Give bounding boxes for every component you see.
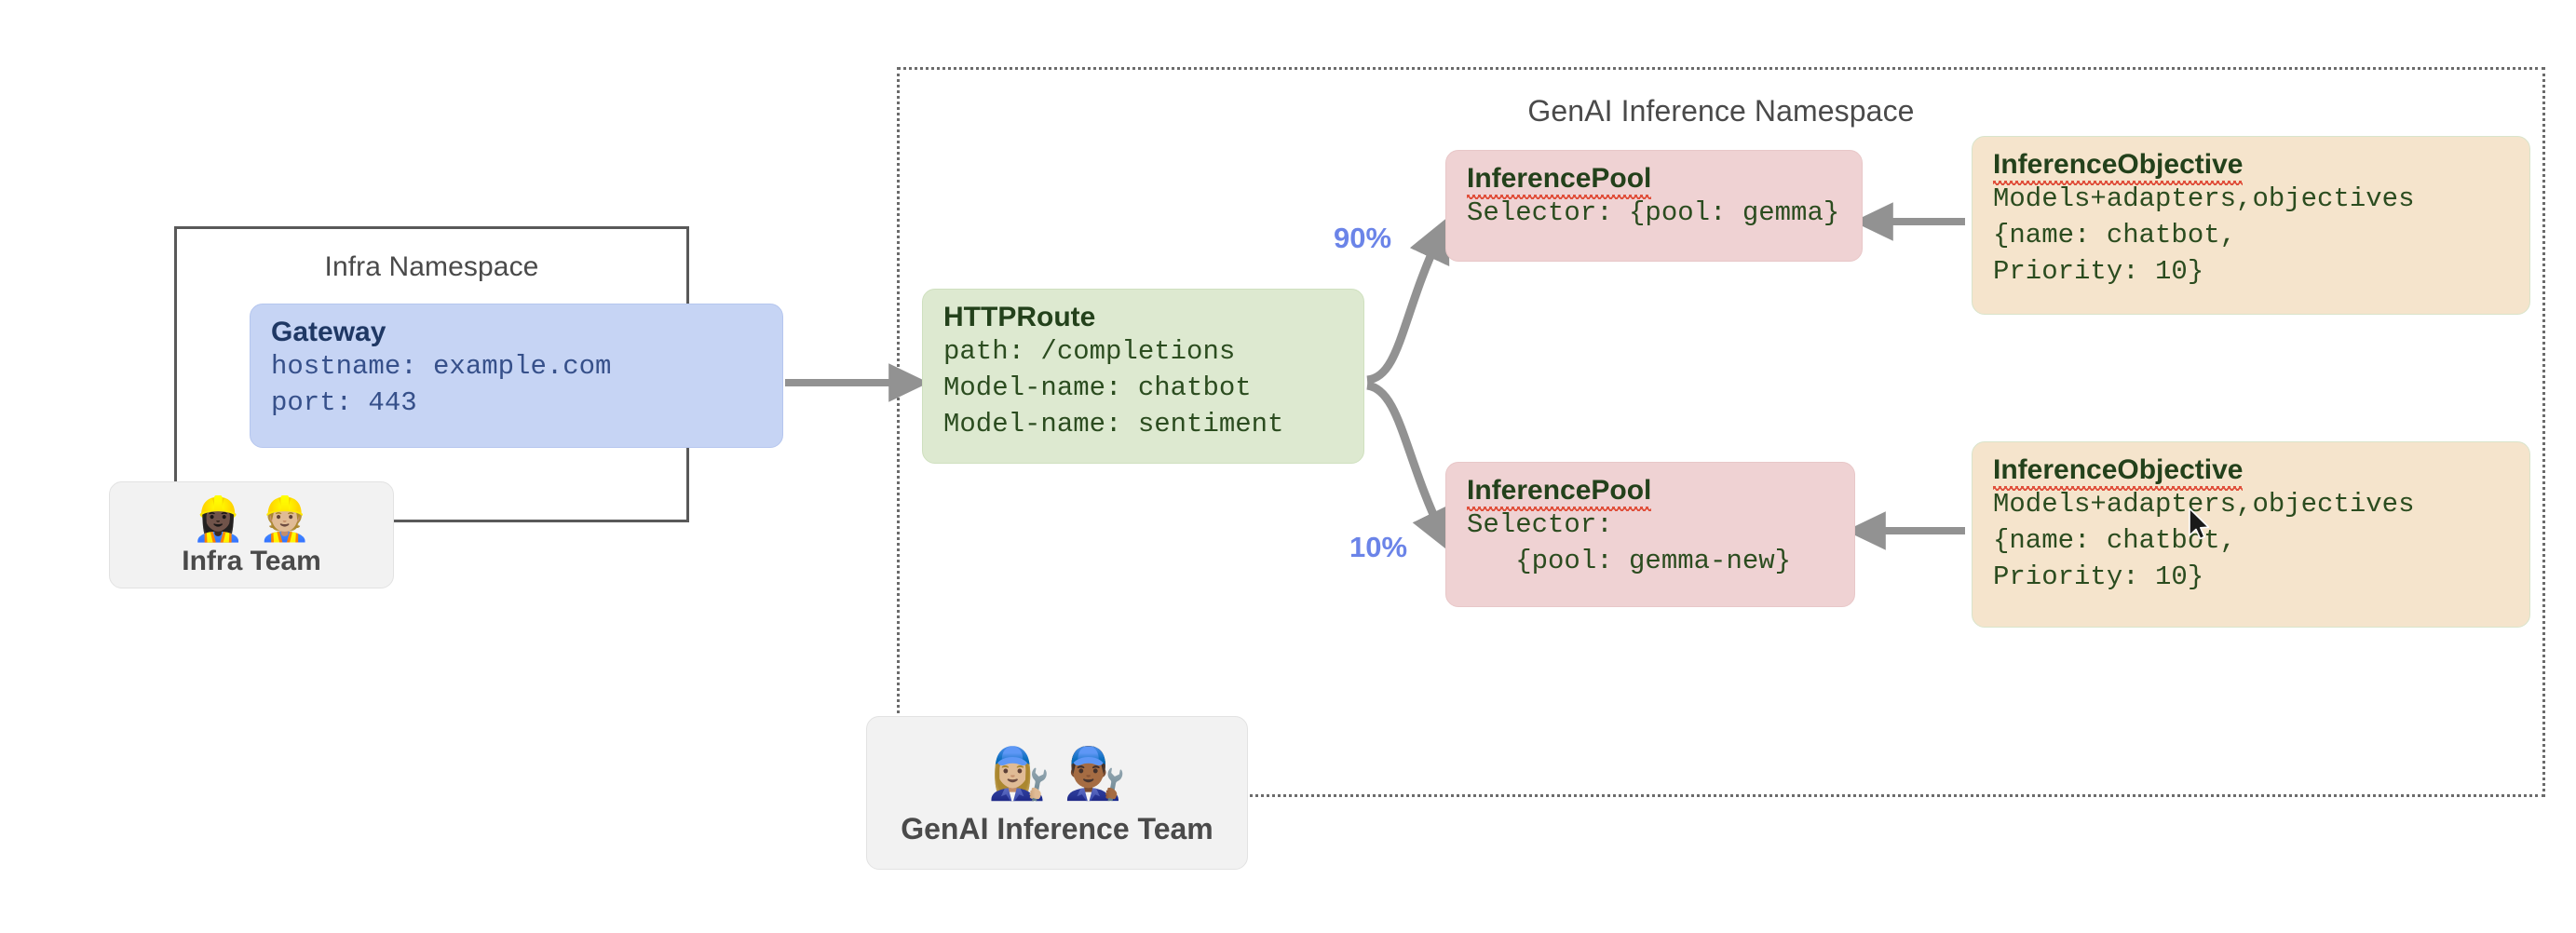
- inferencepool-title: InferencePool: [1467, 475, 1652, 512]
- gateway-hostname: hostname: example.com: [271, 351, 612, 383]
- inferenceobjective-node-bottom[interactable]: InferenceObjective Models+adapters,objec…: [1972, 441, 2530, 628]
- inferencepool-title: InferencePool: [1467, 163, 1652, 200]
- traffic-weight-90: 90%: [1334, 222, 1392, 254]
- inferenceobjective-priority: Priority: 10}: [1993, 561, 2204, 593]
- genai-namespace-container: GenAI Inference Namespace: [897, 67, 2545, 797]
- inferenceobjective-models: Models+adapters,objectives: [1993, 489, 2415, 521]
- infra-team-card[interactable]: 👷🏿‍♀️👷🏼 Infra Team: [109, 481, 394, 588]
- inferenceobjective-title: InferenceObjective: [1993, 454, 2244, 492]
- httproute-model-name-sentiment: Model-name: sentiment: [943, 409, 1284, 440]
- inferenceobjective-name: {name: chatbot,: [1993, 220, 2237, 251]
- traffic-weight-10: 10%: [1349, 531, 1408, 563]
- genai-team-people-icon: 👩🏼‍🔧👨🏾‍🔧: [987, 744, 1140, 803]
- inferenceobjective-models: Models+adapters,objectives: [1993, 183, 2415, 215]
- inferencepool-selector: Selector:: [1467, 509, 1613, 541]
- httproute-path: path: /completions: [943, 336, 1236, 368]
- mouse-cursor-icon: [2189, 507, 2210, 540]
- infra-team-people-icon: 👷🏿‍♀️👷🏼: [191, 494, 325, 544]
- inferenceobjective-title: InferenceObjective: [1993, 149, 2244, 186]
- genai-inference-team-card[interactable]: 👩🏼‍🔧👨🏾‍🔧 GenAI Inference Team: [866, 716, 1248, 870]
- genai-team-label: GenAI Inference Team: [901, 812, 1213, 845]
- inferencepool-node-gemma[interactable]: InferencePool Selector: {pool: gemma}: [1445, 150, 1863, 262]
- gateway-port: port: 443: [271, 387, 417, 419]
- inferencepool-node-gemma-new[interactable]: InferencePool Selector: {pool: gemma-new…: [1445, 462, 1855, 607]
- inferencepool-selector: Selector: {pool: gemma}: [1467, 197, 1840, 229]
- infra-team-label: Infra Team: [182, 546, 321, 576]
- inferenceobjective-priority: Priority: 10}: [1993, 256, 2204, 288]
- infra-namespace-title: Infra Namespace: [324, 251, 539, 282]
- gateway-node[interactable]: Gateway hostname: example.com port: 443: [250, 304, 783, 448]
- inferenceobjective-name: {name: chatbot,: [1993, 525, 2237, 557]
- httproute-model-name-chatbot: Model-name: chatbot: [943, 372, 1252, 404]
- inferenceobjective-node-top[interactable]: InferenceObjective Models+adapters,objec…: [1972, 136, 2530, 315]
- httproute-title: HTTPRoute: [943, 302, 1096, 332]
- gateway-title: Gateway: [271, 317, 386, 347]
- httproute-node[interactable]: HTTPRoute path: /completions Model-name:…: [922, 289, 1364, 464]
- inferencepool-selector-value: {pool: gemma-new}: [1467, 546, 1792, 577]
- genai-namespace-title: GenAI Inference Namespace: [1527, 94, 1915, 128]
